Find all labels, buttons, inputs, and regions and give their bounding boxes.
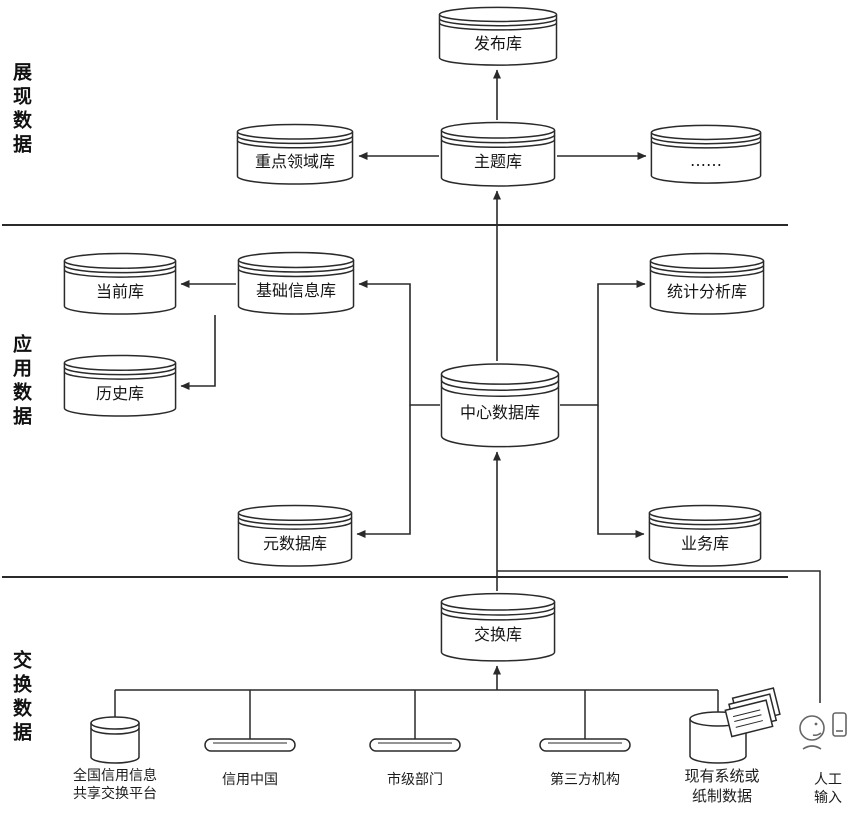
credit-china-label: 信用中国 — [222, 772, 278, 788]
db-label: 基础信息库 — [255, 281, 336, 300]
db-label: 元数据库 — [262, 533, 327, 553]
db-label: 当前库 — [95, 281, 144, 301]
paper-stack-icon — [724, 687, 781, 738]
arrow-central-to-metadata — [356, 405, 411, 538]
db-label: 历史库 — [95, 383, 144, 403]
db-label: 交换库 — [473, 625, 522, 644]
db-label: 业务库 — [680, 533, 729, 553]
exchange-db: 交换库 — [440, 592, 556, 662]
cylinder-icon — [649, 252, 765, 315]
section-label-presentation: 展现数据 — [10, 62, 32, 158]
cylinder-icon — [650, 124, 762, 184]
db-label: 发布库 — [473, 34, 522, 53]
arrow-central-to-statanalysis — [560, 280, 646, 406]
manual-input-label: 人工输入 — [814, 772, 842, 807]
arrow-basicinfo-to-history — [180, 315, 216, 390]
third-party-icon — [539, 738, 631, 752]
db-label: 统计分析库 — [666, 281, 747, 301]
credit-china-icon — [204, 738, 296, 752]
city-departments-label: 市级部门 — [387, 772, 443, 788]
arrow-central-to-basicinfo — [358, 280, 440, 406]
db-label: 中心数据库 — [459, 403, 540, 422]
business-db: 业务库 — [648, 504, 762, 567]
manual-input-icon — [799, 712, 847, 750]
arrow-central-to-business — [597, 405, 645, 538]
section-label-application: 应用数据 — [10, 334, 32, 430]
key-domain-db: 重点领域库 — [236, 123, 354, 185]
cylinder-icon — [236, 123, 354, 185]
cylinder-icon — [237, 251, 355, 315]
current-db: 当前库 — [63, 252, 177, 315]
cylinder-icon — [440, 592, 556, 662]
cylinder-icon — [440, 121, 556, 187]
source-stub-lines — [114, 690, 719, 739]
db-label: 重点领域库 — [254, 152, 335, 171]
metadata-db: 元数据库 — [237, 504, 353, 567]
cylinder-icon — [438, 6, 558, 66]
cylinder-icon — [648, 504, 762, 567]
existing-systems-icon — [689, 687, 781, 764]
publish-db: 发布库 — [438, 6, 558, 66]
cylinder-icon — [63, 252, 177, 315]
national-platform-icon — [90, 716, 140, 764]
cylinder-icon — [237, 504, 353, 567]
third-party-label: 第三方机构 — [550, 772, 620, 788]
db-label: 主题库 — [473, 152, 522, 171]
ellipsis-db: …… — [650, 124, 762, 184]
national-platform-label: 全国信用信息 共享交换平台 — [73, 768, 157, 803]
theme-db: 主题库 — [440, 121, 556, 187]
history-db: 历史库 — [63, 354, 177, 417]
cylinder-icon — [440, 362, 560, 448]
existing-systems-label: 现有系统或 纸制数据 — [684, 767, 760, 805]
cylinder-icon — [63, 354, 177, 417]
manual-input-feed-line — [497, 570, 821, 703]
section-label-exchange: 交换数据 — [10, 650, 32, 746]
basic-info-db: 基础信息库 — [237, 251, 355, 315]
city-departments-icon — [369, 738, 461, 752]
db-label: …… — [690, 150, 722, 170]
stat-analysis-db: 统计分析库 — [649, 252, 765, 315]
central-db: 中心数据库 — [440, 362, 560, 448]
